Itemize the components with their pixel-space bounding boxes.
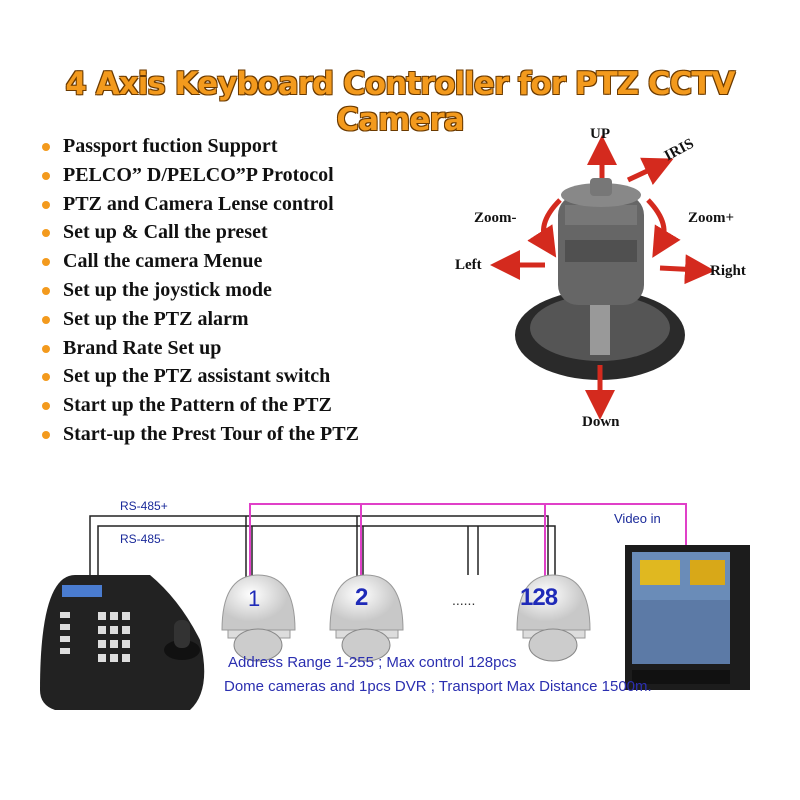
- feature-item: Set up & Call the preset: [40, 221, 359, 250]
- label-down: Down: [582, 414, 620, 430]
- feature-text: Set up the joystick mode: [63, 278, 272, 301]
- rs485-minus-label: RS-485-: [120, 532, 165, 546]
- more-cameras-ellipsis: ......: [452, 592, 476, 608]
- direction-arrows: [490, 135, 715, 420]
- keyboard-controller-image: [40, 575, 205, 710]
- rs485-plus-label: RS-485+: [120, 499, 168, 513]
- bullet-icon: [42, 200, 50, 209]
- rs485-wires: [89, 515, 556, 580]
- page-title: 4 Axis Keyboard Controller for PTZ CCTV …: [65, 66, 735, 138]
- bullet-icon: [42, 286, 50, 295]
- feature-text: PTZ and Camera Lense control: [63, 192, 334, 215]
- feature-text: Start-up the Prest Tour of the PTZ: [63, 422, 359, 445]
- label-zoom-plus: Zoom+: [688, 210, 735, 226]
- ptz-camera-image: [515, 178, 685, 380]
- feature-item: Set up the PTZ assistant switch: [40, 365, 359, 394]
- feature-text: Set up the PTZ assistant switch: [63, 365, 331, 388]
- feature-text: Start up the Pattern of the PTZ: [63, 394, 332, 417]
- feature-text: PELCO” D/PELCO”P Protocol: [63, 163, 334, 186]
- video-in-label: Video in: [614, 511, 661, 526]
- dome-id-128: 128: [520, 584, 558, 611]
- label-up: UP: [590, 126, 610, 142]
- monitor-dvr-image: [625, 545, 750, 690]
- feature-item: Passport fuction Support: [40, 135, 359, 164]
- bullet-icon: [42, 344, 50, 353]
- feature-text: Passport fuction Support: [63, 135, 278, 157]
- label-right: Right: [710, 263, 746, 279]
- address-range-note: Address Range 1-255 ; Max control 128pcs: [228, 654, 517, 671]
- bullet-icon: [42, 258, 50, 267]
- dome-id-2: 2: [355, 584, 369, 611]
- feature-text: Call the camera Menue: [63, 250, 263, 273]
- bullet-icon: [42, 143, 50, 151]
- feature-item: PTZ and Camera Lense control: [40, 193, 359, 222]
- bullet-icon: [42, 373, 50, 382]
- feature-item: Set up the joystick mode: [40, 279, 359, 308]
- label-zoom-minus: Zoom-: [474, 210, 517, 226]
- video-wires: [249, 503, 687, 580]
- dome-id-1: 1: [248, 586, 261, 611]
- feature-item: Start-up the Prest Tour of the PTZ: [40, 423, 359, 452]
- dome-camera-2: [329, 574, 404, 662]
- feature-text: Set up the PTZ alarm: [63, 307, 249, 330]
- feature-text: Set up & Call the preset: [63, 221, 268, 244]
- feature-text: Brand Rate Set up: [63, 336, 222, 359]
- label-left: Left: [455, 257, 482, 273]
- bullet-icon: [42, 229, 50, 238]
- bullet-icon: [42, 171, 50, 180]
- dome-camera-128: [516, 574, 591, 662]
- bullet-icon: [42, 430, 50, 439]
- bullet-icon: [42, 402, 50, 411]
- feature-item: Start up the Pattern of the PTZ: [40, 394, 359, 423]
- feature-list: Passport fuction Support PELCO” D/PELCO”…: [40, 135, 359, 452]
- feature-item: Call the camera Menue: [40, 250, 359, 279]
- feature-item: Brand Rate Set up: [40, 337, 359, 366]
- dome-camera-1: [221, 574, 296, 662]
- bullet-icon: [42, 315, 50, 324]
- feature-item: Set up the PTZ alarm: [40, 308, 359, 337]
- feature-item: PELCO” D/PELCO”P Protocol: [40, 164, 359, 193]
- distance-note: Dome cameras and 1pcs DVR ; Transport Ma…: [224, 678, 652, 695]
